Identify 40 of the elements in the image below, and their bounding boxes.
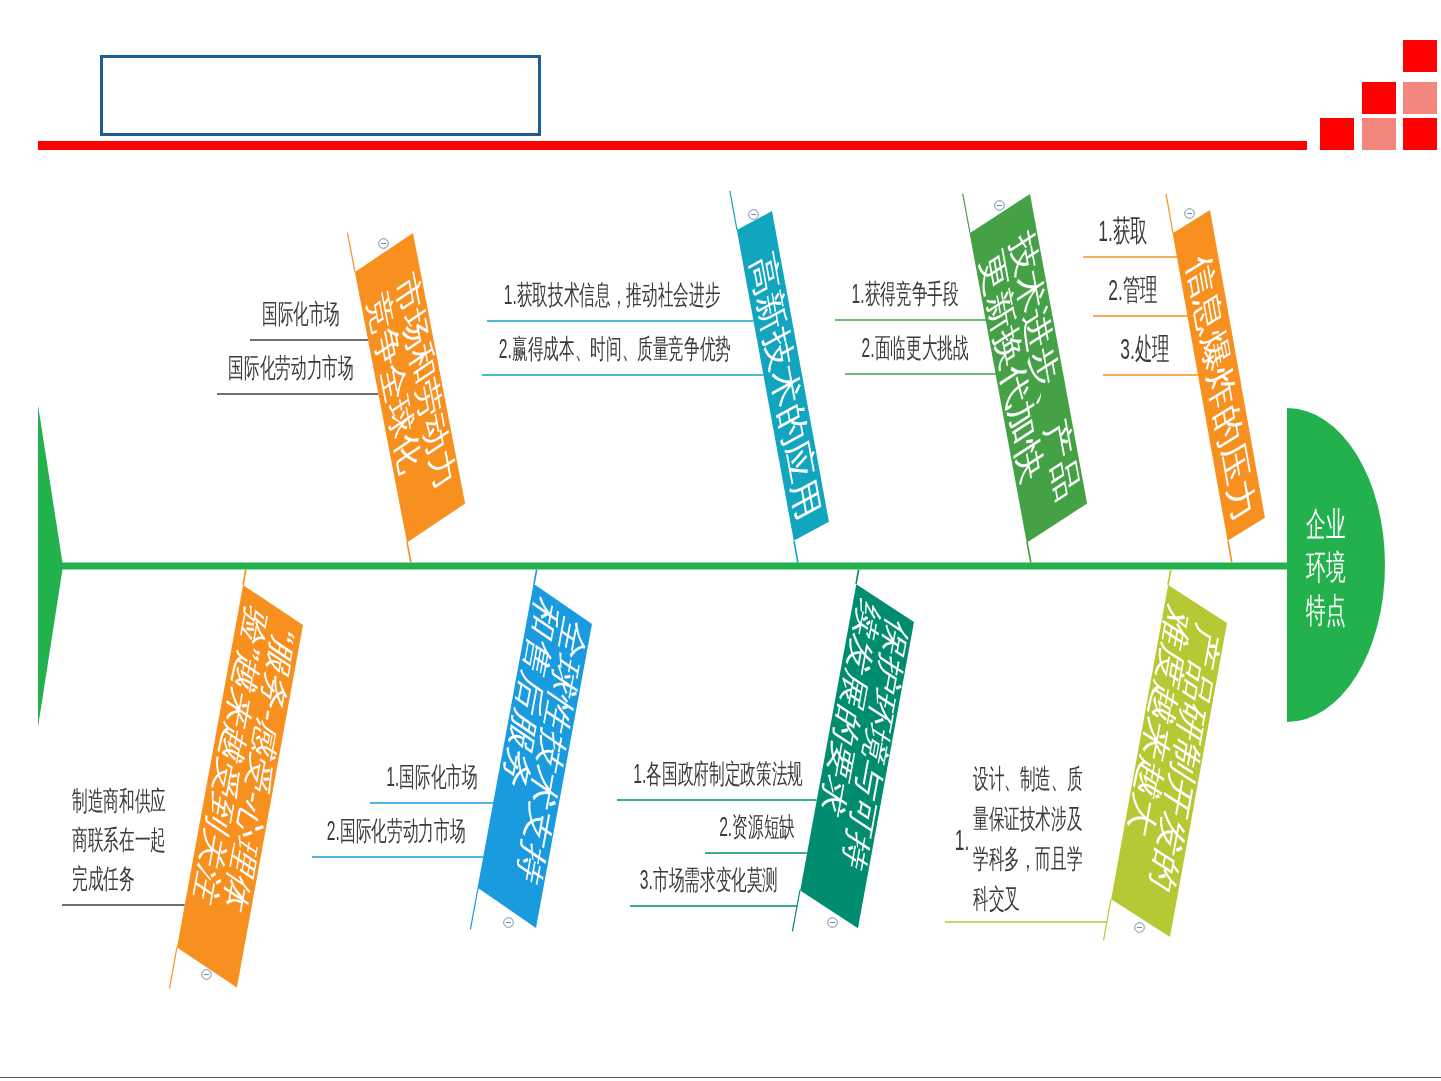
sub-branch-line xyxy=(704,852,808,854)
cause-box: 产品研制开发的难度越来越大 xyxy=(1111,585,1227,937)
head-label: 企业环境特点 xyxy=(1306,504,1347,631)
sub-branch-line xyxy=(844,373,997,375)
sub-branch-line xyxy=(944,921,1108,923)
sub-branch-line xyxy=(216,393,380,395)
cause-box: 信息爆炸的压力 xyxy=(1173,210,1265,542)
bone-line xyxy=(793,540,799,564)
sub-cause-text: 2.管理 xyxy=(1093,276,1173,316)
sub-cause-text: 2.国际化劳动力市场 xyxy=(312,817,480,857)
bone-line xyxy=(1227,540,1233,564)
fish-tail xyxy=(38,405,63,727)
sub-branch-line xyxy=(834,319,987,321)
sub-branch-line xyxy=(616,799,818,801)
sub-branch-line xyxy=(481,374,765,376)
bone-line xyxy=(242,568,247,586)
sub-branch-line xyxy=(1102,374,1200,376)
sub-branch-line xyxy=(1082,256,1179,258)
sub-branch-line xyxy=(61,904,186,906)
cause-box: 技术进步、产品更新换代加快 xyxy=(970,194,1087,542)
sub-branch-line xyxy=(1092,315,1189,317)
sub-branch-line xyxy=(629,905,798,907)
sub-cause-text: 1.获取技术信息，推动社会进步 xyxy=(487,281,737,321)
sub-branch-line xyxy=(249,339,369,341)
cause-box: 高新技术的应用 xyxy=(737,211,829,541)
sub-branch-line xyxy=(369,802,495,804)
spine-line xyxy=(62,562,1287,570)
sub-branch-line xyxy=(311,856,485,858)
bone-line xyxy=(1167,568,1172,586)
sub-cause-text: 国际化市场 xyxy=(250,300,352,340)
bone-line xyxy=(533,568,538,585)
empty-title-box xyxy=(100,55,541,136)
cause-box: “服务-感受-心理体验”越来越受到关注 xyxy=(177,585,303,987)
bone-line xyxy=(1026,541,1032,564)
bone-line xyxy=(406,541,412,564)
sub-branch-line xyxy=(486,320,755,322)
cause-box: 全球性技术支持和售后服务 xyxy=(477,584,592,928)
sub-cause-text: 3.市场需求变化莫测 xyxy=(630,866,788,906)
bone-line xyxy=(855,568,860,585)
cause-box: 市场和劳动力竞争全球化 xyxy=(355,233,465,542)
